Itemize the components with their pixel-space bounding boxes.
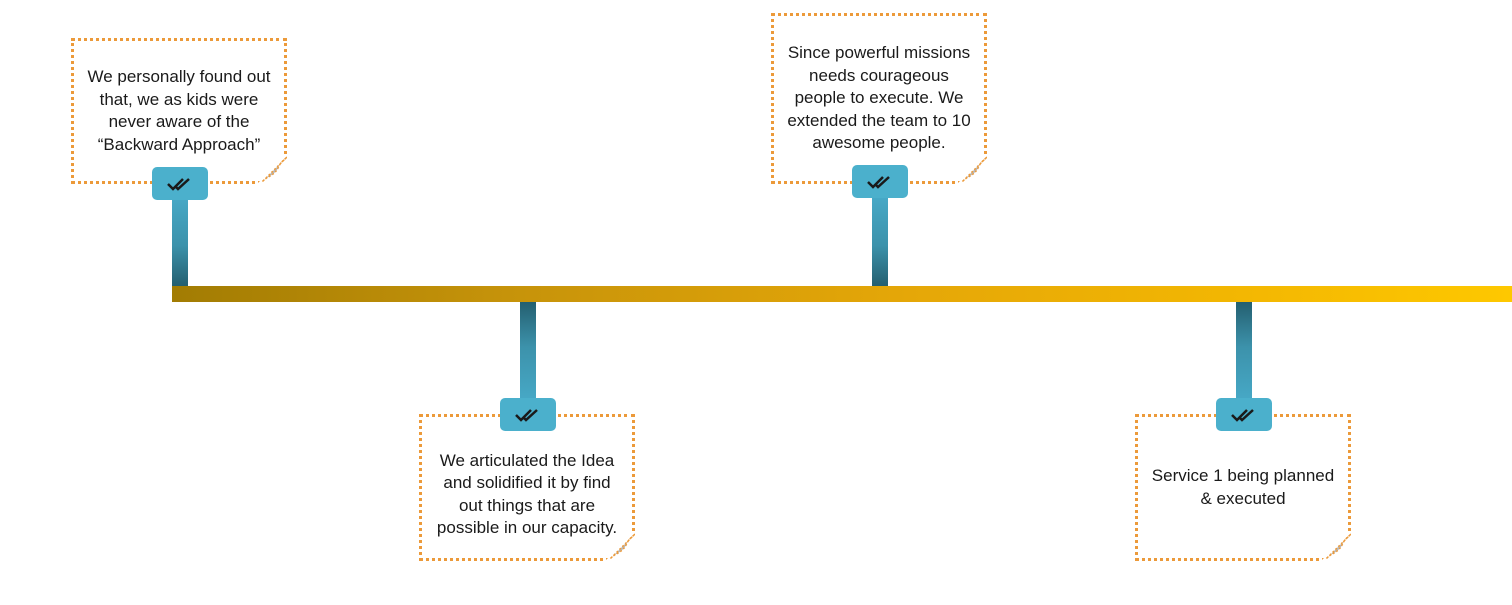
milestone-2-stem: [520, 302, 536, 402]
milestone-1-badge: [152, 167, 208, 200]
milestone-3-stem: [872, 196, 888, 286]
double-check-icon: [167, 177, 190, 191]
page-curl-icon: [1321, 531, 1351, 561]
timeline-bar: [172, 286, 1512, 302]
milestone-2-note: We articulated the Idea and solidified i…: [419, 414, 635, 561]
milestone-1-stem: [172, 196, 188, 286]
page-curl-icon: [257, 154, 287, 184]
milestone-3-text: Since powerful missions needs courageous…: [787, 43, 971, 153]
milestone-4-text: Service 1 being planned & executed: [1151, 466, 1335, 508]
double-check-icon: [1231, 408, 1254, 422]
milestone-2-badge: [500, 398, 556, 431]
milestone-3-note: Since powerful missions needs courageous…: [771, 13, 987, 184]
milestone-4-stem: [1236, 302, 1252, 402]
milestone-2-text: We articulated the Idea and solidified i…: [436, 450, 618, 538]
double-check-icon: [515, 408, 538, 422]
milestone-1-text: We personally found out that, we as kids…: [87, 67, 271, 154]
milestone-4-note: Service 1 being planned & executed: [1135, 414, 1351, 561]
milestone-1-note: We personally found out that, we as kids…: [71, 38, 287, 184]
milestone-3-badge: [852, 165, 908, 198]
page-curl-icon: [957, 154, 987, 184]
page-curl-icon: [605, 531, 635, 561]
double-check-icon: [867, 175, 890, 189]
milestone-4-badge: [1216, 398, 1272, 431]
